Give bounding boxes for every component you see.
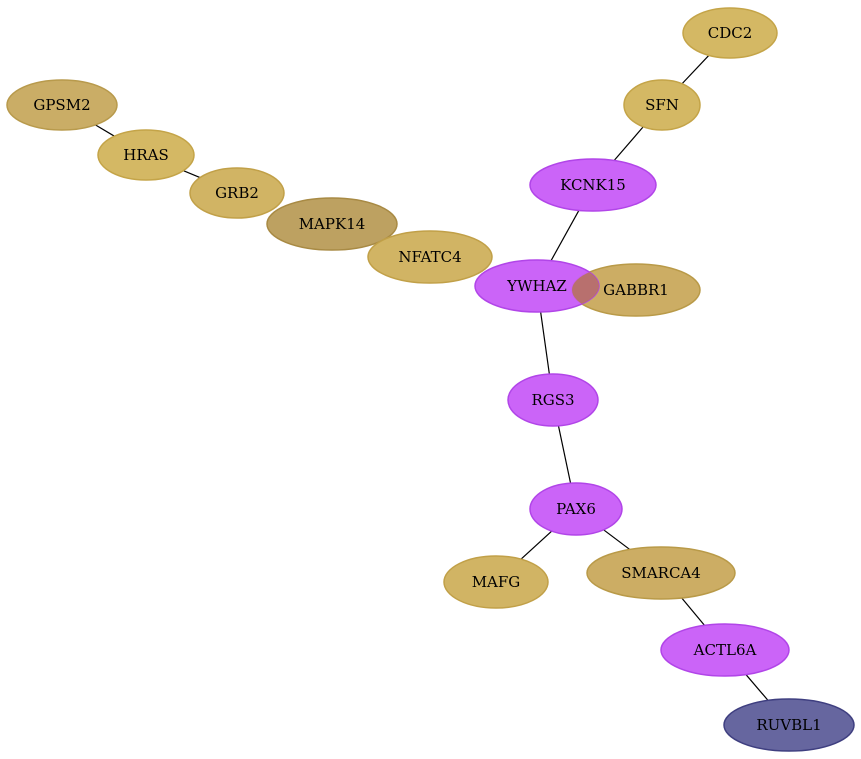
- node-ruvbl1[interactable]: RUVBL1: [723, 698, 855, 752]
- edge-sfn-kcnk15: [613, 126, 644, 161]
- node-label: HRAS: [123, 146, 168, 164]
- node-label: SMARCA4: [621, 564, 701, 582]
- node-pax6[interactable]: PAX6: [529, 482, 623, 536]
- node-label: KCNK15: [560, 176, 626, 194]
- node-mapk14[interactable]: MAPK14: [266, 197, 398, 251]
- node-hras[interactable]: HRAS: [97, 129, 195, 181]
- node-label: PAX6: [556, 500, 596, 518]
- edge-pax6-smarca4: [603, 529, 631, 550]
- node-mafg[interactable]: MAFG: [443, 555, 549, 609]
- node-shape: [97, 129, 195, 181]
- node-label: RGS3: [531, 391, 574, 409]
- node-label: GRB2: [215, 184, 259, 202]
- node-shape: [367, 230, 493, 284]
- node-label: MAPK14: [299, 215, 366, 233]
- node-grb2[interactable]: GRB2: [189, 167, 285, 219]
- node-shape: [266, 197, 398, 251]
- node-shape: [189, 167, 285, 219]
- node-actl6a[interactable]: ACTL6A: [660, 623, 790, 677]
- node-label: YWHAZ: [506, 277, 567, 295]
- node-smarca4[interactable]: SMARCA4: [586, 546, 736, 600]
- node-shape: [660, 623, 790, 677]
- node-ywhaz[interactable]: YWHAZ: [474, 259, 700, 316]
- node-shape: [723, 698, 855, 752]
- node-shape: [507, 373, 599, 427]
- node-label: GPSM2: [33, 96, 90, 114]
- node-gpsm2[interactable]: GPSM2: [6, 79, 118, 131]
- edge-pax6-mafg: [520, 530, 553, 560]
- node-label: MAFG: [472, 573, 521, 591]
- edge-smarca4-actl6a: [681, 597, 705, 626]
- node-label: RUVBL1: [756, 716, 821, 734]
- edge-hras-grb2: [183, 170, 201, 179]
- node-kcnk15[interactable]: KCNK15: [529, 158, 657, 212]
- node-cdc2[interactable]: CDC2: [682, 7, 778, 59]
- node-shape: [6, 79, 118, 131]
- edge-actl6a-ruvbl1: [745, 674, 769, 701]
- node-label: CDC2: [708, 24, 753, 42]
- edge-kcnk15-ywhaz: [550, 210, 580, 261]
- node-shape: [682, 7, 778, 59]
- node-rgs3[interactable]: RGS3: [507, 373, 599, 427]
- node-label: NFATC4: [398, 248, 461, 266]
- node-shape: [443, 555, 549, 609]
- node-sfn[interactable]: SFN: [623, 79, 701, 131]
- node-label: ACTL6A: [693, 641, 757, 659]
- node-shape: [623, 79, 701, 131]
- node-nfatc4[interactable]: NFATC4: [367, 230, 493, 284]
- edge-gpsm2-hras: [95, 124, 115, 137]
- edge-rgs3-pax6: [557, 425, 572, 484]
- node-label: SFN: [645, 96, 679, 114]
- edge-ywhaz-rgs3: [540, 311, 550, 375]
- node-shape: [529, 482, 623, 536]
- node-shape: [529, 158, 657, 212]
- edge-cdc2-sfn: [681, 54, 710, 85]
- node-label: GABBR1: [603, 281, 669, 299]
- node-shape: [586, 546, 736, 600]
- edges-layer: [95, 54, 769, 701]
